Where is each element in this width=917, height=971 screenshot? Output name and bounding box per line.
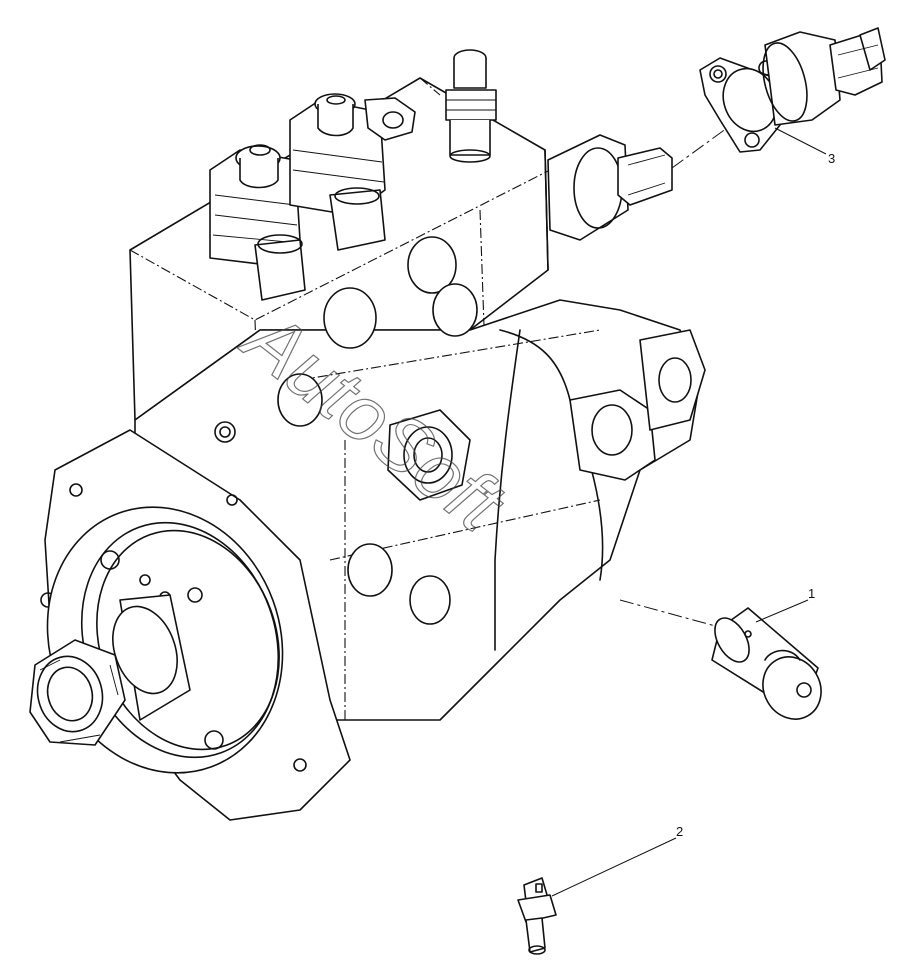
fuel-pump-assembly (29, 49, 706, 821)
pressure-outlet-left (209, 144, 306, 301)
central-boss (387, 409, 471, 501)
top-fitting (445, 49, 497, 163)
callout-2-label: 2 (676, 824, 683, 839)
callout-3: 3 (774, 127, 835, 166)
part-2-sensor (517, 877, 557, 955)
callout-3-label: 3 (828, 151, 835, 166)
pressure-outlet-right (289, 93, 416, 251)
side-bosses (214, 236, 478, 625)
shaft-nut (29, 639, 126, 746)
callout-2: 2 (551, 824, 683, 897)
callout-1-label: 1 (808, 586, 815, 601)
pump-main-housing (134, 299, 701, 721)
part-1-pin (711, 607, 822, 720)
pump-side-connector (547, 134, 673, 241)
part-3-metering-valve (699, 27, 886, 153)
callout-1: 1 (755, 586, 815, 623)
pump-head-right (569, 329, 706, 481)
